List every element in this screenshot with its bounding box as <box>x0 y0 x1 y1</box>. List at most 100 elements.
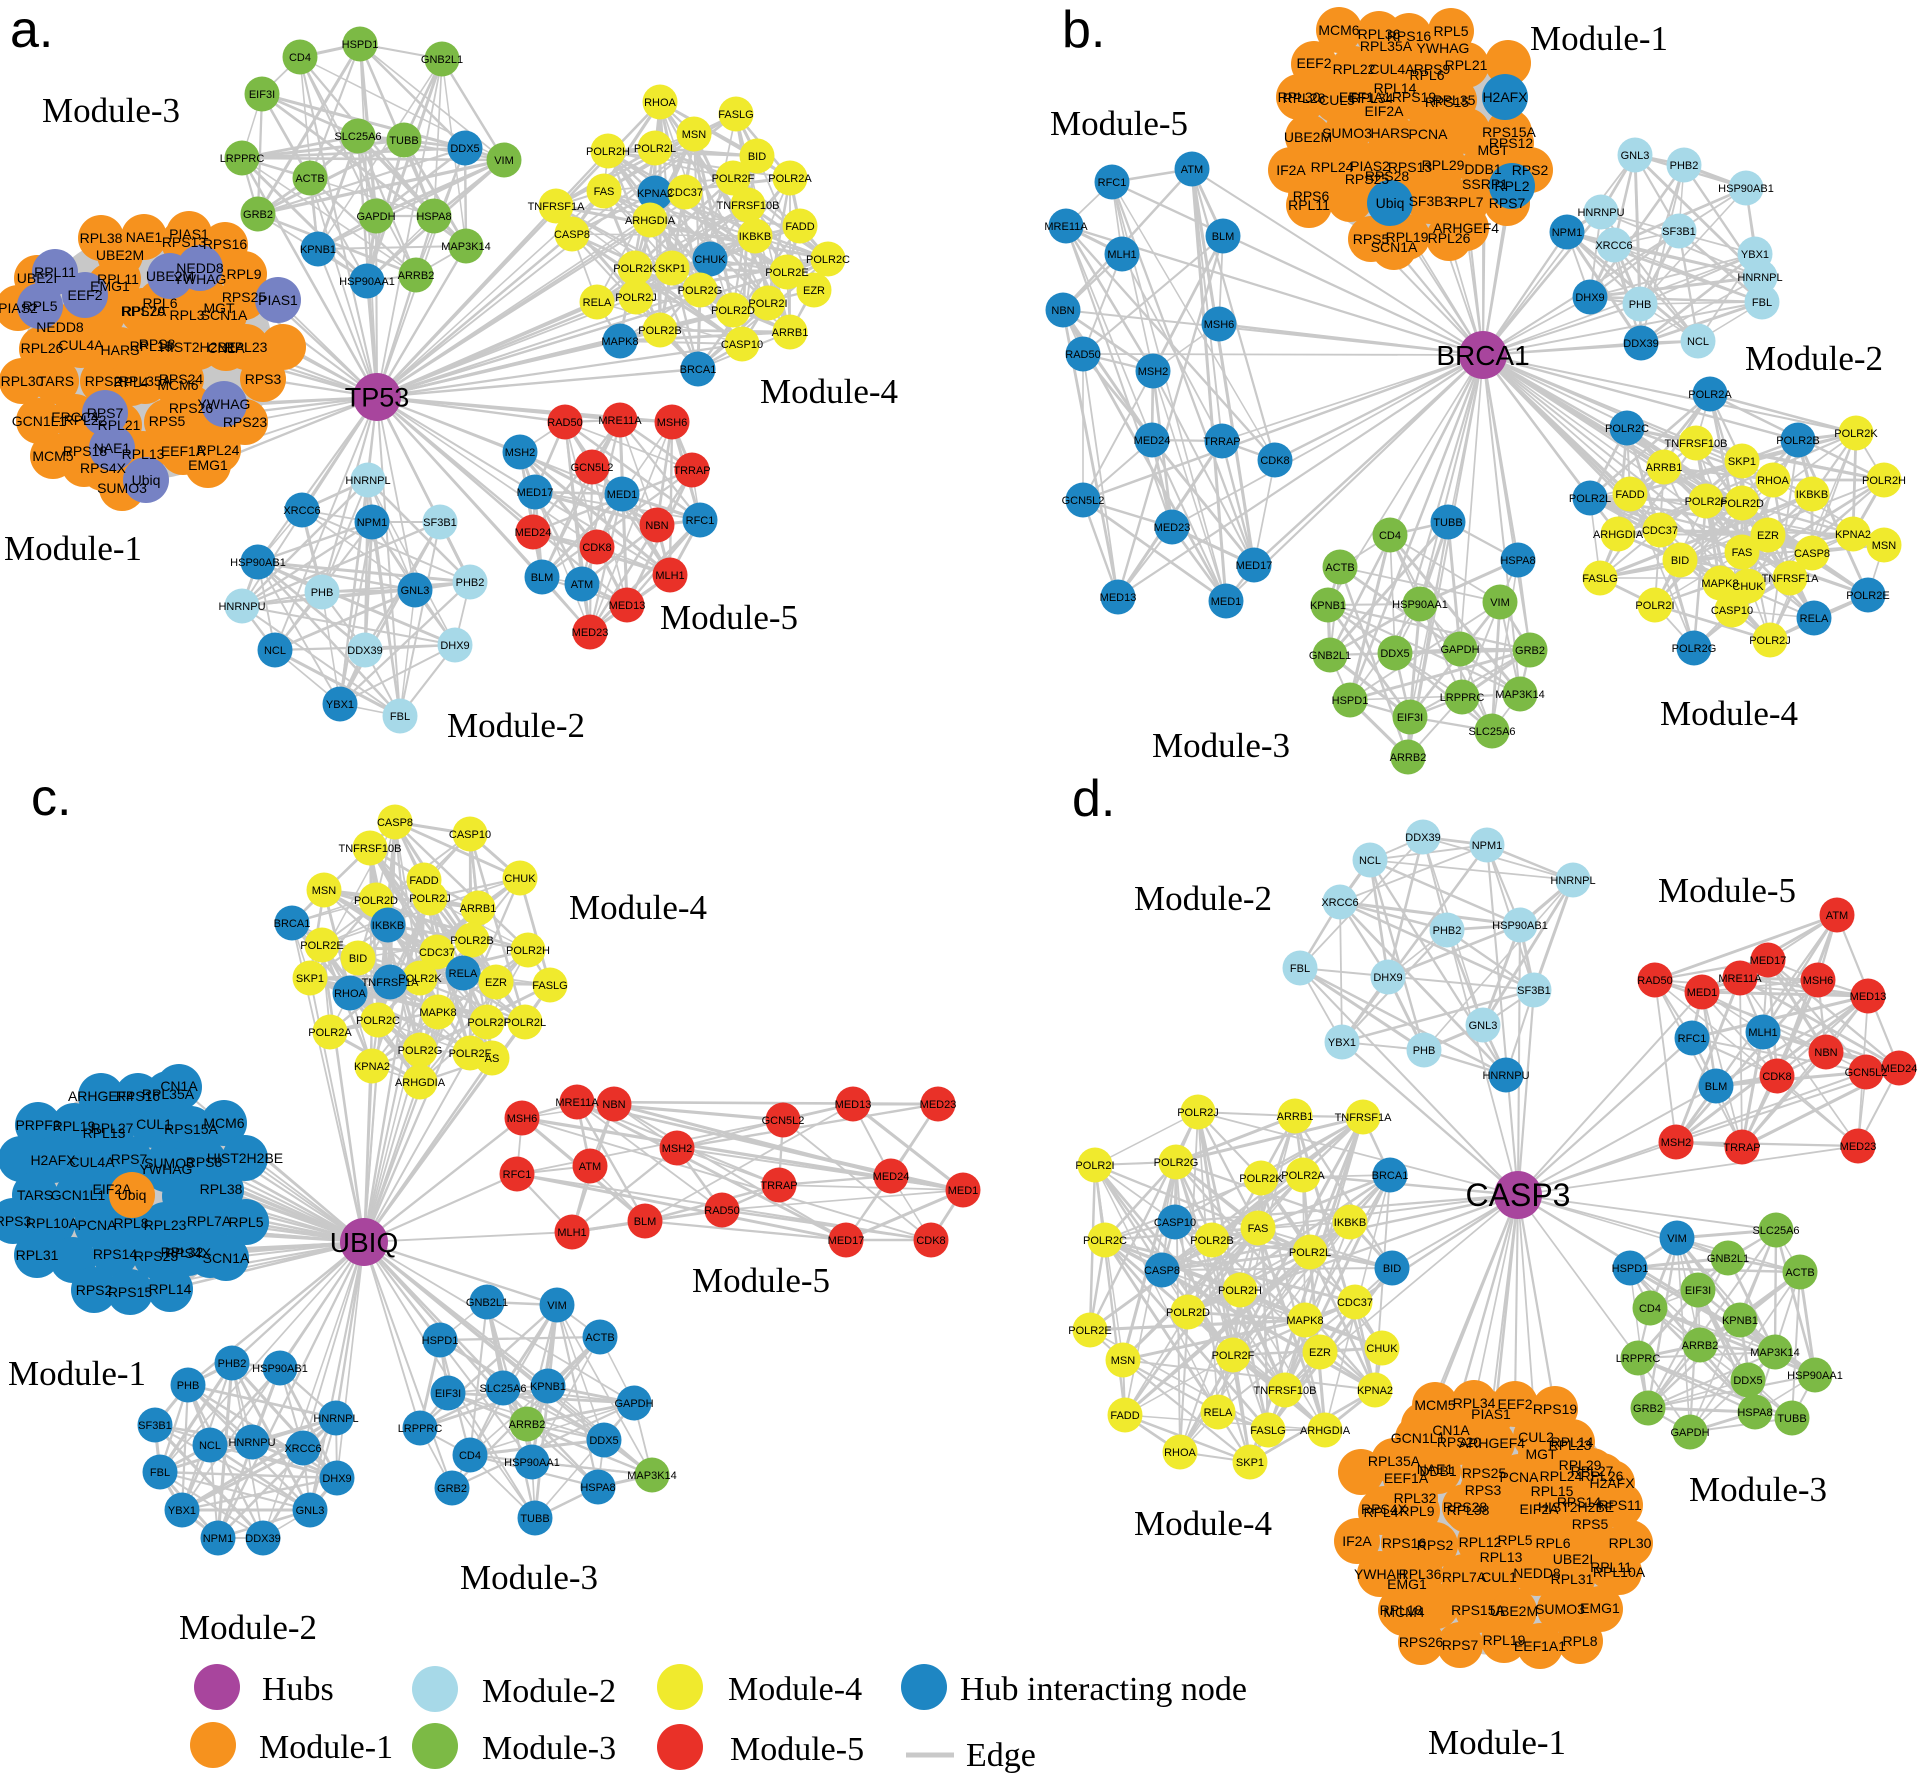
svg-text:MSN: MSN <box>312 885 337 897</box>
svg-text:FBL: FBL <box>1752 297 1772 309</box>
svg-text:RPS15A: RPS15A <box>1451 1602 1505 1618</box>
svg-text:FBL: FBL <box>390 711 410 723</box>
svg-text:DDX39: DDX39 <box>1623 338 1658 350</box>
svg-text:RPL32: RPL32 <box>161 1244 204 1260</box>
svg-text:DDX5: DDX5 <box>589 1435 618 1447</box>
svg-text:EEF1A: EEF1A <box>161 443 206 459</box>
svg-text:EIF2A: EIF2A <box>1365 103 1405 119</box>
svg-text:MAP3K14: MAP3K14 <box>1495 689 1545 701</box>
svg-text:NCL: NCL <box>199 1440 221 1452</box>
svg-text:VIM: VIM <box>547 1300 567 1312</box>
svg-text:RPS8: RPS8 <box>186 1154 223 1170</box>
svg-text:RPL24: RPL24 <box>1311 159 1354 175</box>
svg-text:KPNB1: KPNB1 <box>300 244 336 256</box>
svg-text:BID: BID <box>1671 555 1689 567</box>
svg-text:CD4: CD4 <box>459 1450 481 1462</box>
svg-text:POLR2H: POLR2H <box>1218 1285 1262 1297</box>
svg-text:GCN5L2: GCN5L2 <box>1062 495 1105 507</box>
svg-text:MLH1: MLH1 <box>557 1227 586 1239</box>
svg-text:POLR2H: POLR2H <box>1862 475 1906 487</box>
svg-text:Module-2: Module-2 <box>1745 339 1883 378</box>
svg-text:ARHGDIA: ARHGDIA <box>625 215 676 227</box>
svg-text:RFC1: RFC1 <box>503 1169 532 1181</box>
svg-text:RPL34: RPL34 <box>1453 1395 1496 1411</box>
svg-text:a.: a. <box>10 1 53 59</box>
svg-text:MCM6: MCM6 <box>1318 22 1359 38</box>
svg-text:GCN1L1: GCN1L1 <box>12 413 67 429</box>
svg-text:MED23: MED23 <box>1154 522 1191 534</box>
svg-text:MGT: MGT <box>1525 1446 1557 1462</box>
svg-text:POLR2K: POLR2K <box>613 263 657 275</box>
svg-text:DDX39: DDX39 <box>347 645 382 657</box>
svg-text:Module-5: Module-5 <box>692 1261 830 1300</box>
svg-text:NEDD8: NEDD8 <box>1513 1565 1561 1581</box>
svg-text:POLR2C: POLR2C <box>356 1015 400 1027</box>
svg-text:MAP3K14: MAP3K14 <box>441 241 491 253</box>
svg-text:RPS15A: RPS15A <box>164 1121 218 1137</box>
svg-text:Edge: Edge <box>966 1737 1036 1774</box>
svg-text:PIAS1: PIAS1 <box>1471 1406 1511 1422</box>
svg-text:FADD: FADD <box>409 875 438 887</box>
svg-text:BID: BID <box>748 151 766 163</box>
svg-text:b.: b. <box>1062 1 1105 59</box>
svg-text:RPS18: RPS18 <box>63 443 108 459</box>
svg-text:GRB2: GRB2 <box>1633 1403 1663 1415</box>
svg-text:RPS25: RPS25 <box>222 289 267 305</box>
svg-text:BRCA1: BRCA1 <box>1372 1170 1409 1182</box>
svg-text:RPS19: RPS19 <box>1533 1401 1578 1417</box>
svg-text:FADD: FADD <box>1110 1410 1139 1422</box>
svg-text:Module-4: Module-4 <box>1134 1504 1272 1543</box>
svg-text:EZR: EZR <box>803 285 825 297</box>
svg-text:VIM: VIM <box>494 155 514 167</box>
svg-text:CASP3: CASP3 <box>1466 1177 1571 1213</box>
svg-text:RPS28: RPS28 <box>1365 168 1410 184</box>
svg-text:Module-2: Module-2 <box>1134 879 1272 918</box>
svg-text:BID: BID <box>349 953 367 965</box>
svg-text:POLR2D: POLR2D <box>354 895 398 907</box>
svg-text:GNB2L1: GNB2L1 <box>1309 650 1351 662</box>
svg-text:HSP90AA1: HSP90AA1 <box>1787 1370 1843 1382</box>
svg-text:POLR2L: POLR2L <box>504 1017 546 1029</box>
svg-text:RELA: RELA <box>1204 1407 1233 1419</box>
svg-text:SLC25A6: SLC25A6 <box>479 1383 526 1395</box>
svg-text:DDX5: DDX5 <box>1733 1375 1762 1387</box>
svg-text:RPS4X: RPS4X <box>80 460 127 476</box>
svg-text:RPL3: RPL3 <box>169 307 204 323</box>
svg-text:POLR2L: POLR2L <box>634 143 676 155</box>
svg-text:VIM: VIM <box>1667 1233 1687 1245</box>
svg-text:TNFRSF10B: TNFRSF10B <box>339 843 402 855</box>
svg-text:HNRNPL: HNRNPL <box>1550 875 1595 887</box>
svg-text:NBN: NBN <box>1051 305 1074 317</box>
svg-text:FASLG: FASLG <box>1250 1425 1285 1437</box>
svg-text:POLR2G: POLR2G <box>1672 643 1717 655</box>
svg-text:RPL11: RPL11 <box>1288 197 1330 213</box>
svg-text:TARS: TARS <box>17 1187 53 1203</box>
svg-text:LRPPRC: LRPPRC <box>220 153 265 165</box>
svg-text:RPS5: RPS5 <box>1572 1516 1609 1532</box>
svg-text:Ubiq: Ubiq <box>118 1187 147 1203</box>
svg-text:SKP1: SKP1 <box>658 263 686 275</box>
svg-text:DDX39: DDX39 <box>245 1533 280 1545</box>
svg-text:UBE2M: UBE2M <box>1284 129 1332 145</box>
svg-text:POLR2B: POLR2B <box>1190 1235 1233 1247</box>
svg-text:SLC25A6: SLC25A6 <box>1468 726 1515 738</box>
svg-text:TRRAP: TRRAP <box>1203 436 1240 448</box>
svg-text:MAPK8: MAPK8 <box>419 1007 456 1019</box>
svg-text:MSH6: MSH6 <box>507 1113 538 1125</box>
svg-text:EMG1: EMG1 <box>1387 1576 1427 1592</box>
svg-text:RPL26: RPL26 <box>1428 230 1471 246</box>
svg-text:SKP1: SKP1 <box>1236 1457 1264 1469</box>
svg-text:HSPD1: HSPD1 <box>342 39 379 51</box>
svg-text:RELA: RELA <box>583 297 612 309</box>
svg-text:RPS2: RPS2 <box>76 1282 113 1298</box>
svg-text:POLR2B: POLR2B <box>450 935 493 947</box>
svg-text:CDK8: CDK8 <box>916 1235 945 1247</box>
svg-text:RPL23: RPL23 <box>225 339 268 355</box>
svg-text:RPS16: RPS16 <box>116 1088 161 1104</box>
svg-text:POLR2C: POLR2C <box>806 254 850 266</box>
svg-text:CN1A: CN1A <box>1432 1422 1470 1438</box>
svg-text:Module-1: Module-1 <box>8 1354 146 1393</box>
svg-text:MED24: MED24 <box>1134 435 1171 447</box>
svg-text:HSP90AB1: HSP90AB1 <box>230 557 286 569</box>
svg-text:PCNA: PCNA <box>78 1217 118 1233</box>
